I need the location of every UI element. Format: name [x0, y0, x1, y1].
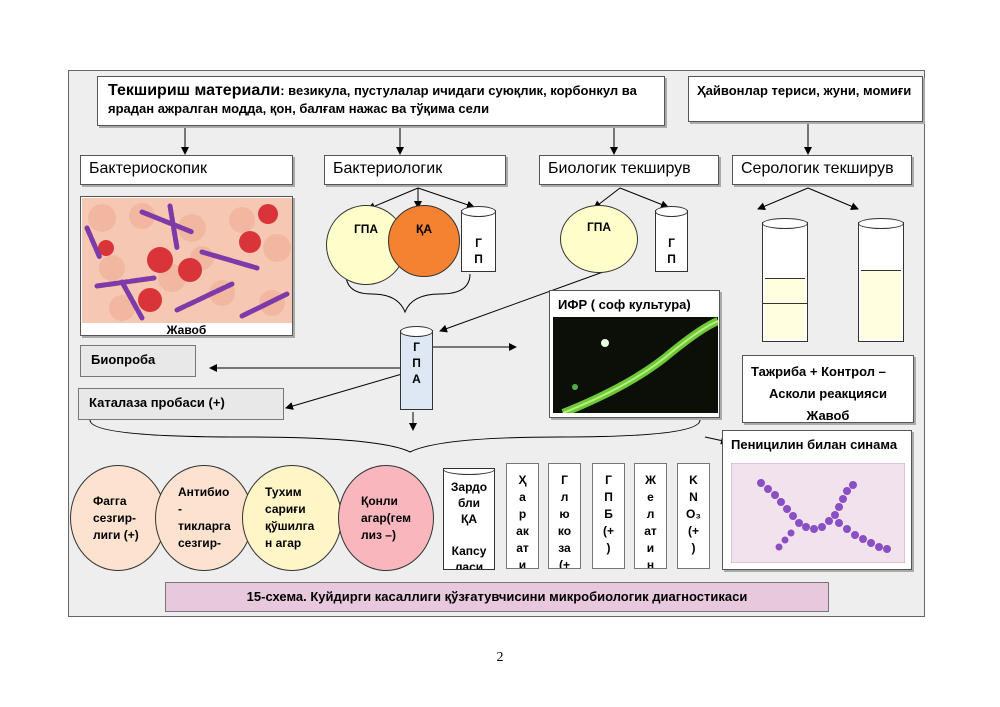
method-bacteriologic: Бактериологик: [324, 155, 506, 185]
tube-gp-1-label: Г П: [474, 236, 483, 266]
test-gpb-label: Г П Б (+ ): [602, 473, 614, 555]
serology-result-line3: Жавоб: [806, 408, 850, 423]
test-glucose-label: Г л ю ко за (+: [557, 473, 572, 569]
materials-text: : везикула, пустулалар ичидаги суюқлик, …: [108, 83, 637, 116]
serology-result-box: Тажриба + Контрол – Асколи реакцияси Жав…: [742, 355, 914, 423]
blood-smear-image: [82, 198, 292, 323]
medium-qa-label: ҚА: [416, 222, 432, 236]
serology-result-line1: Тажриба + Контрол –: [751, 364, 886, 379]
method-bacterioscopic: Бактериоскопик: [80, 155, 293, 185]
method-serologic-label: Серологик текширув: [741, 160, 894, 177]
materials-box: Текшириш материали: везикула, пустулалар…: [97, 76, 665, 126]
catalase-label: Каталаза пробаси (+): [89, 395, 225, 410]
ifr-title: ИФР ( соф культура): [558, 297, 691, 312]
method-bacterioscopic-label: Бактериоскопик: [89, 160, 208, 177]
test-antibiotic-label: Антибио - тикларга сезгир-: [178, 485, 231, 550]
materials-title: Текшириш материали: [108, 82, 281, 99]
serology-result-line2: Асколи реакцияси: [769, 386, 887, 401]
tube-gp-2-label: Г П: [667, 236, 676, 266]
method-bacteriologic-label: Бактериологик: [333, 160, 443, 177]
serology-tube-experiment: [762, 218, 808, 342]
serology-tube-control: [858, 218, 904, 342]
test-gelatin-label: Ж е л ат и н: [644, 473, 657, 569]
test-phage-label: Фагга сезгир- лиги (+): [93, 493, 139, 542]
method-serologic: Серологик текширув: [732, 155, 912, 185]
method-biologic-label: Биологик текширув: [548, 160, 691, 177]
tube-gp-2: Г П: [655, 206, 688, 272]
test-kno3-column: K N O₃ (+ ): [677, 463, 710, 569]
string-of-pearls-image: [731, 463, 905, 563]
penicillin-title: Пеницилин билан синама: [731, 437, 898, 452]
test-egg-yolk-circle: Тухим сариғи қўшилга н агар: [242, 465, 342, 571]
test-capsule-label: Зардо бли ҚА Капсу ласи: [450, 480, 488, 570]
ifr-box: ИФР ( соф культура): [549, 290, 720, 418]
test-glucose-column: Г л ю ко за (+: [548, 463, 581, 569]
figure-caption: 15-схема. Куйдирги касаллиги қўзғатувчис…: [165, 582, 829, 612]
test-blood-agar-label: Қонли агар(гем лиз –): [361, 493, 412, 542]
test-gpb-column: Г П Б (+ ): [592, 463, 625, 569]
test-motility-column: Ҳ а р ак ат и: [506, 463, 539, 569]
method-biologic: Биологик текширув: [539, 155, 719, 185]
test-capsule-tube: Зардо бли ҚА Капсу ласи: [443, 468, 495, 570]
bioproba-label: Биопроба: [91, 352, 156, 367]
bioproba-box: Биопроба: [80, 345, 196, 377]
bio-gpa-label: ГПА: [586, 220, 612, 234]
micrograph-box: Жавоб: [80, 196, 293, 336]
tube-gpa-central: Г П А: [400, 326, 433, 410]
figure-caption-text: 15-схема. Куйдирги касаллиги қўзғатувчис…: [246, 589, 748, 604]
animal-material-text: Ҳайвонлар териси, жуни, момиғи: [697, 83, 912, 98]
tube-gpa-central-label: Г П А: [412, 340, 421, 386]
medium-qa-circle: ҚА: [388, 205, 460, 277]
fluorescence-image: [553, 317, 718, 413]
page-number: 2: [496, 650, 504, 665]
test-antibiotic-circle: Антибио - тикларга сезгир-: [155, 465, 253, 571]
test-motility-label: Ҳ а р ак ат и: [516, 473, 529, 569]
test-blood-agar-circle: Қонли агар(гем лиз –): [338, 465, 434, 571]
penicillin-box: Пеницилин билан синама: [722, 430, 912, 570]
test-phage-circle: Фагга сезгир- лиги (+): [70, 465, 166, 571]
catalase-box: Каталаза пробаси (+): [78, 388, 284, 420]
animal-material-box: Ҳайвонлар териси, жуни, момиғи: [688, 76, 923, 122]
test-kno3-label: K N O₃ (+ ): [686, 473, 701, 555]
test-egg-yolk-label: Тухим сариғи қўшилга н агар: [265, 485, 315, 550]
tube-gp-1: Г П: [461, 206, 496, 272]
micrograph-caption: Жавоб: [166, 323, 207, 336]
medium-gpa-label: ГПА: [353, 222, 379, 236]
test-gelatin-column: Ж е л ат и н: [634, 463, 667, 569]
bio-gpa-circle: ГПА: [560, 205, 638, 273]
